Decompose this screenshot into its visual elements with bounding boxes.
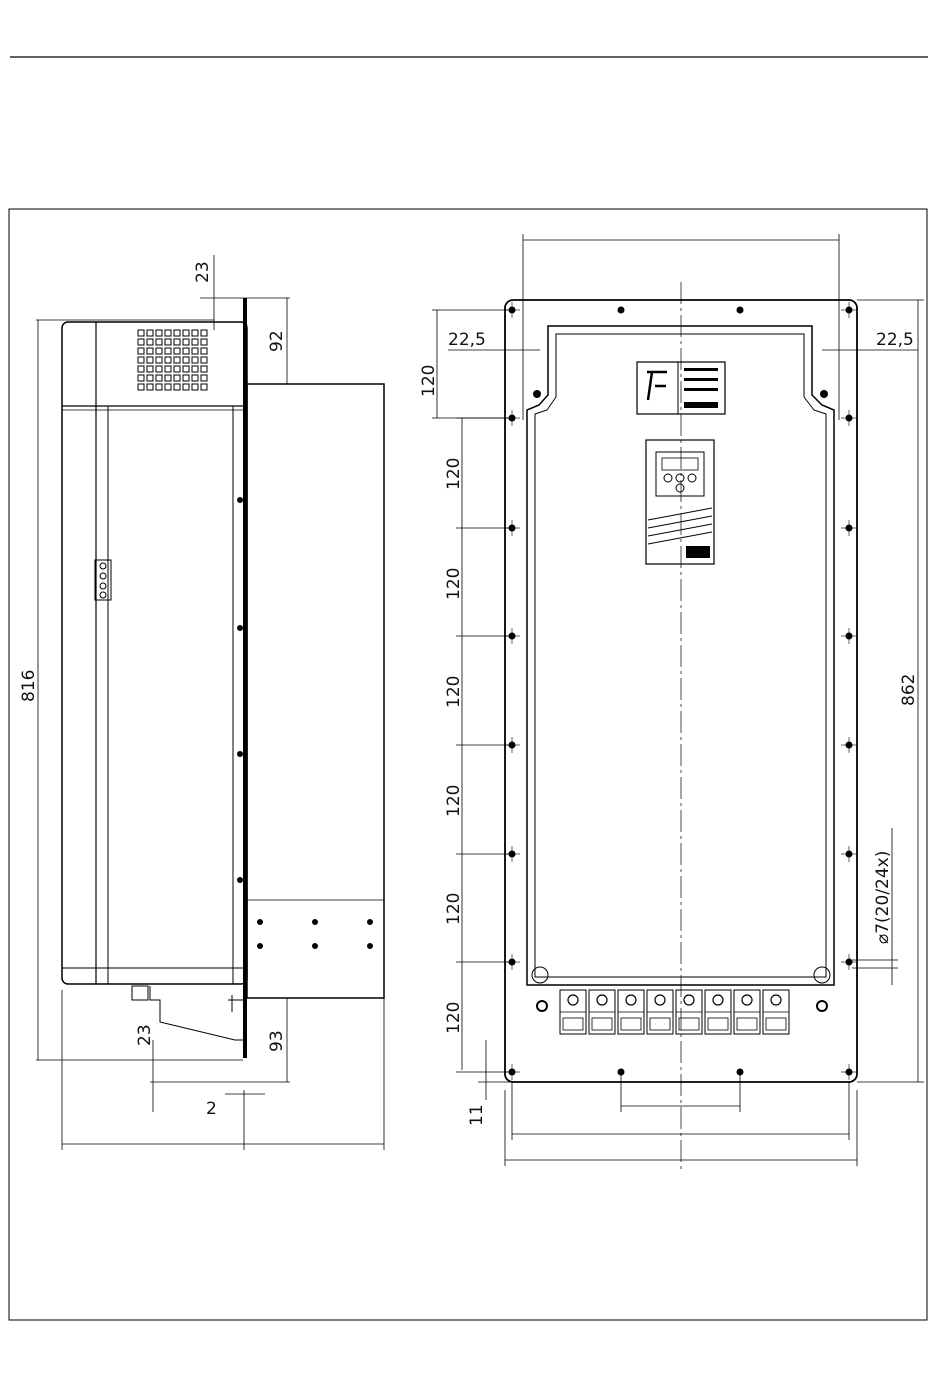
dim-spacing-2: 120 [444,568,464,600]
dim-spacing-1: 120 [444,458,464,490]
side-view: 23 92 816 23 93 2 [19,255,384,1150]
dim-side-gap: 2 [206,1099,217,1119]
fan-grille [138,330,207,390]
dim-side-bottom-offset: 23 [135,1024,155,1046]
dim-spacing-3: 120 [444,676,464,708]
terminal-block [560,990,789,1034]
dim-bottom-offset: 11 [467,1104,487,1126]
dim-side-bottom-step: 93 [267,1030,287,1052]
dim-total-height: 862 [899,674,919,706]
dim-side-top-step: 92 [267,330,287,352]
dim-hole-diameter: ⌀7(20/24x) [873,851,893,944]
dim-side-height: 816 [19,670,39,702]
dim-first-spacing: 120 [419,365,439,397]
dim-margin-left: 22,5 [448,330,486,350]
dim-spacing-6: 120 [444,1002,464,1034]
front-view: 22,5 22,5 120 120 120 120 120 120 120 11… [419,234,924,1170]
mounting-holes [504,302,857,1080]
dim-spacing-5: 120 [444,893,464,925]
dim-spacing-4: 120 [444,785,464,817]
dim-margin-right: 22,5 [876,330,914,350]
dim-side-top-offset: 23 [193,261,213,283]
